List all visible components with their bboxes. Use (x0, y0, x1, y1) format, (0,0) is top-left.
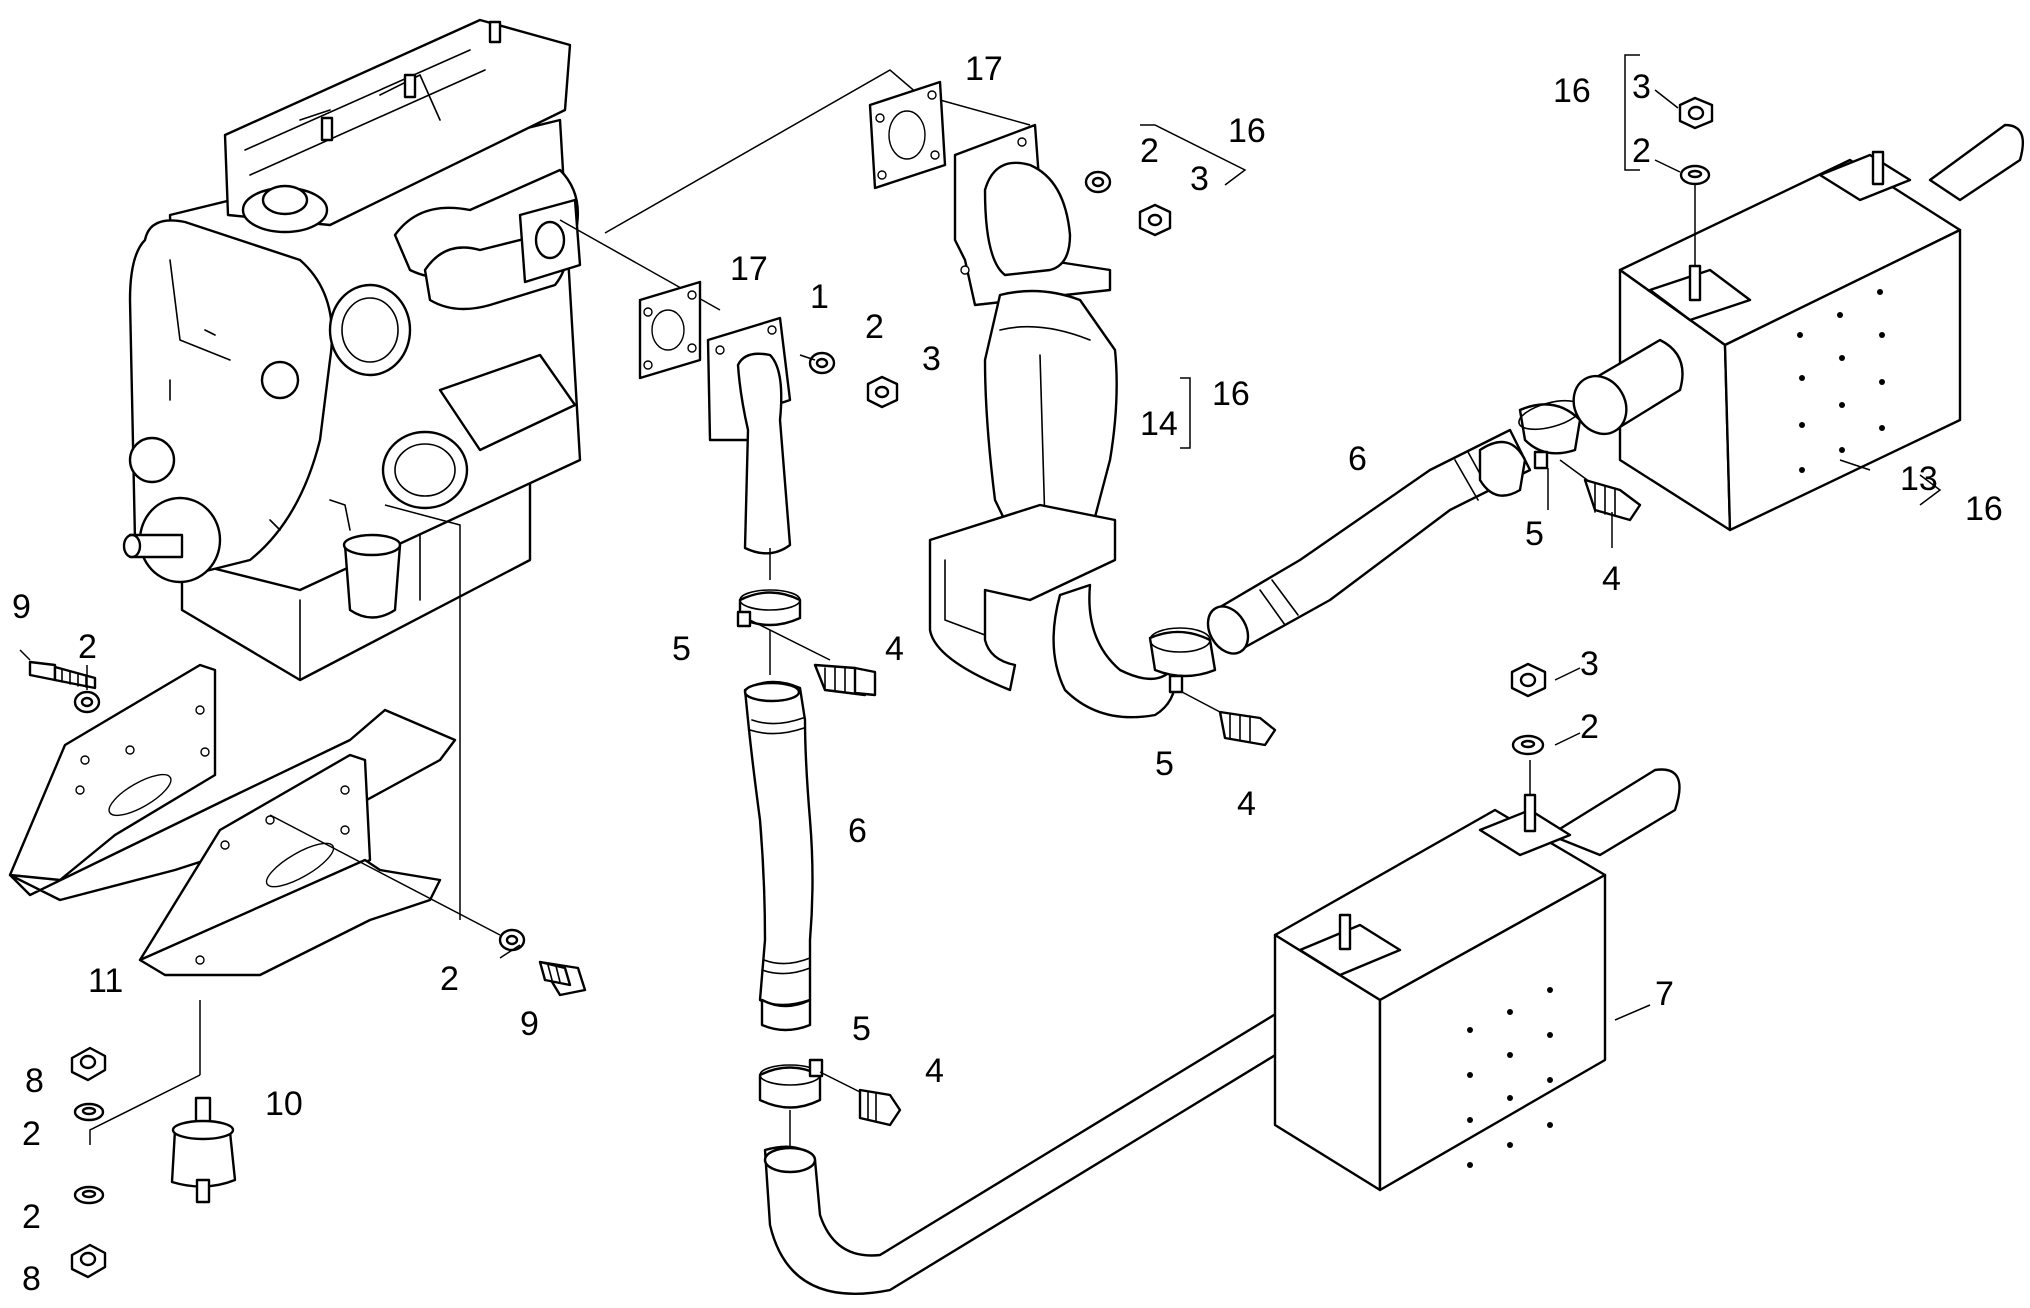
clamp-downpipe-upper (736, 589, 802, 628)
callout-nut-downpipe: 3 (922, 340, 941, 378)
callout-nut-muffler-lower: 3 (1580, 645, 1599, 683)
callout-kit-muffler-side: 16 (1965, 490, 2003, 528)
nut-catalyst (1138, 203, 1172, 237)
nut-muffler-upper (1678, 96, 1714, 130)
callout-nut-bottom: 8 (22, 1260, 41, 1298)
bolt-lower (538, 960, 587, 997)
muffler-lower (1273, 768, 1681, 1192)
callout-clamp-catalyst: 5 (1155, 745, 1174, 783)
catalytic-converter (928, 123, 1177, 719)
flex-hose-right (1206, 428, 1532, 655)
bolt-clamp-downpipe-upper (813, 663, 877, 697)
callout-washer-upper: 2 (78, 628, 97, 666)
callout-hose-right: 6 (1348, 440, 1367, 478)
leader-mount-to-engine (269, 814, 501, 936)
clamp-catalyst (1148, 627, 1217, 694)
callout-bolt-downpipe-lower: 4 (925, 1052, 944, 1090)
kit-bracket-catalyst-side (1180, 377, 1191, 449)
callout-muffler-lower: 7 (1655, 975, 1674, 1013)
callout-nut-muffler-upper: 3 (1632, 68, 1651, 106)
callout-bolt-hose-right: 4 (1602, 560, 1621, 598)
leader-oil-filter (384, 504, 461, 920)
callout-clamp-downpipe-upper: 5 (672, 630, 691, 668)
washer-top (73, 1102, 105, 1122)
bolt-upper (28, 660, 97, 690)
callout-bolt-catalyst: 4 (1237, 785, 1256, 823)
callout-catalytic-converter: 14 (1140, 405, 1178, 443)
engine-mount-bracket-right (138, 753, 442, 977)
nut-top (70, 1046, 107, 1082)
clamp-downpipe-lower (758, 1058, 824, 1109)
rubber-mount (170, 1096, 237, 1204)
nut-downpipe (866, 375, 899, 409)
callout-bolt-upper: 9 (12, 588, 31, 626)
kit-bracket-catalyst-top (1140, 124, 1247, 186)
callout-washer-downpipe: 2 (865, 308, 884, 346)
washer-muffler-lower (1511, 734, 1545, 756)
callout-catalyst-gasket: 17 (965, 50, 1003, 88)
callout-muffler-upper: 13 (1900, 460, 1938, 498)
washer-downpipe (808, 351, 836, 375)
callout-downpipe-elbow: 1 (810, 278, 829, 316)
catalyst-gasket (868, 80, 947, 190)
downpipe-gasket (638, 280, 702, 380)
callout-clamp-hose-right: 5 (1525, 515, 1544, 553)
clamp-hose-right (1518, 399, 1582, 470)
callout-washer-muffler-lower: 2 (1580, 708, 1599, 746)
callout-bolt-lower: 9 (520, 1005, 539, 1043)
kit-bracket-muffler-upper (1624, 54, 1640, 171)
nut-bottom (70, 1243, 107, 1279)
callout-washer-lower: 2 (440, 960, 459, 998)
tailpipe-lower (763, 984, 1337, 1295)
callout-rubber-mount: 10 (265, 1085, 303, 1123)
flex-hose-downpipe (743, 680, 814, 1032)
muffler-upper (1572, 123, 2025, 532)
washer-lower (498, 928, 526, 952)
callout-washer-catalyst: 2 (1140, 132, 1159, 170)
bolt-clamp-hose-right (1583, 478, 1642, 522)
callout-kit-catalyst-top: 16 (1228, 112, 1266, 150)
callout-bolt-downpipe-upper: 4 (885, 630, 904, 668)
washer-catalyst (1084, 170, 1112, 194)
washer-muffler-upper (1679, 164, 1711, 186)
callout-nut-top: 8 (25, 1062, 44, 1100)
callout-bracket: 11 (88, 962, 123, 1000)
callout-downpipe-gasket: 17 (730, 250, 768, 288)
callout-washer-muffler-upper: 2 (1632, 132, 1651, 170)
callout-kit-catalyst-side: 16 (1212, 375, 1250, 413)
downpipe-elbow (706, 316, 792, 555)
callout-washer-top: 2 (22, 1115, 41, 1153)
callout-washer-bottom: 2 (22, 1198, 41, 1236)
callout-nut-catalyst: 3 (1190, 160, 1209, 198)
washer-upper (73, 690, 101, 714)
engine (122, 18, 582, 682)
bolt-clamp-catalyst (1218, 710, 1277, 747)
callout-hose-downpipe: 6 (848, 812, 867, 850)
washer-bottom (73, 1185, 105, 1205)
callout-clamp-downpipe-lower: 5 (852, 1010, 871, 1048)
bolt-clamp-downpipe-lower (858, 1088, 902, 1127)
callout-kit-muffler-upper: 16 (1553, 72, 1591, 110)
nut-muffler-lower (1510, 662, 1547, 698)
